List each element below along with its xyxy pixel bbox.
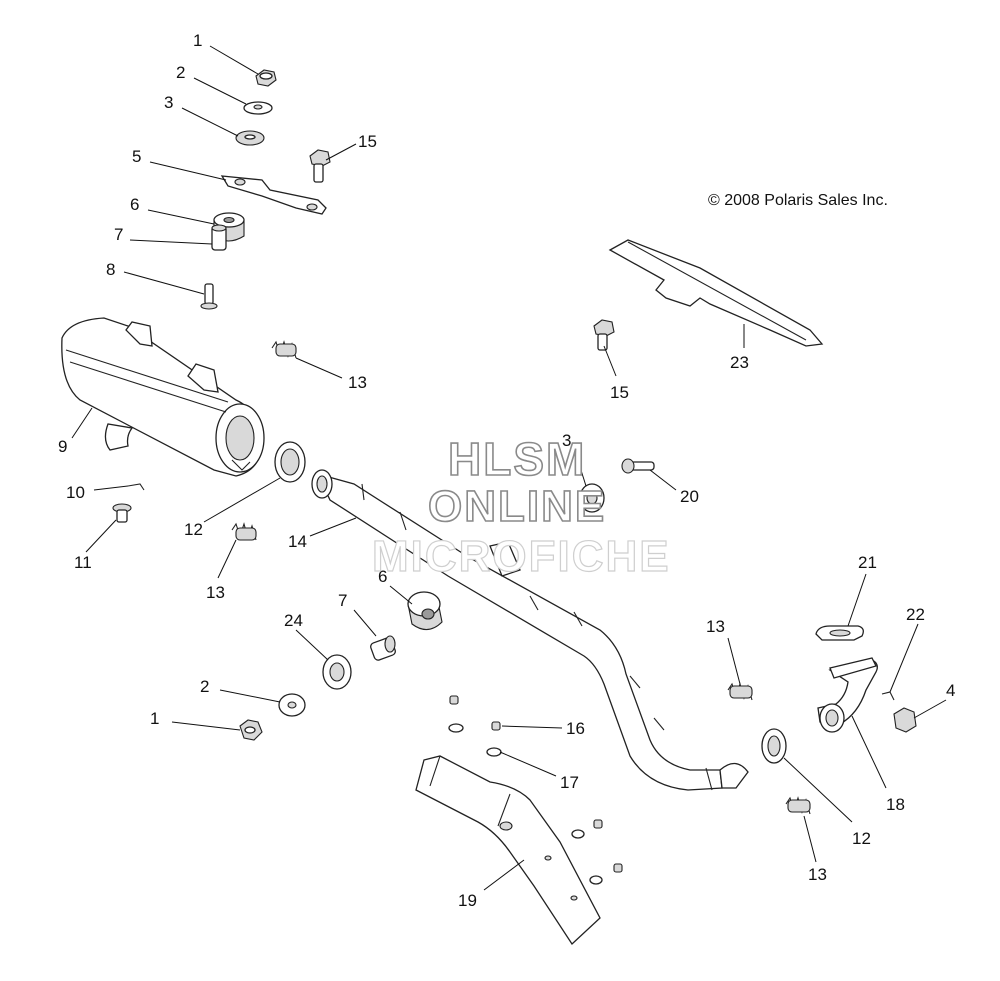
callout-23: 23 bbox=[730, 353, 749, 372]
copyright-notice: © 2008 Polaris Sales Inc. bbox=[708, 192, 888, 209]
callout-4: 4 bbox=[946, 681, 955, 700]
callout-21: 21 bbox=[858, 553, 877, 572]
callout-13-right-lower: 13 bbox=[808, 865, 827, 884]
callout-9: 9 bbox=[58, 437, 67, 456]
callout-7-lower: 7 bbox=[338, 591, 347, 610]
part-washer-17-a bbox=[448, 723, 464, 733]
callout-3-mid: 3 bbox=[562, 431, 571, 450]
callout-12-right: 12 bbox=[852, 829, 871, 848]
part-gasket-12-right bbox=[761, 728, 787, 764]
part-spring-13-right-upper bbox=[727, 682, 753, 701]
part-heat-shield-23 bbox=[608, 239, 824, 347]
part-sleeve-7-top bbox=[211, 224, 227, 251]
part-sleeve-7-lower bbox=[370, 635, 396, 661]
callout-20: 20 bbox=[680, 487, 699, 506]
part-washer-17-b bbox=[486, 747, 502, 757]
part-spring-13-left bbox=[231, 522, 257, 541]
part-grommet-6-lower bbox=[407, 591, 443, 631]
part-bolt-8 bbox=[200, 283, 218, 310]
part-nut-16-b bbox=[491, 721, 501, 731]
callout-1-lower: 1 bbox=[150, 709, 159, 728]
leader-lines bbox=[71, 45, 947, 891]
watermark-line-2: ONLINE bbox=[427, 481, 607, 532]
callout-6-lower: 6 bbox=[378, 567, 387, 586]
callout-7-top: 7 bbox=[114, 225, 123, 244]
part-spring-13-right-lower bbox=[785, 796, 811, 815]
callout-14: 14 bbox=[288, 532, 307, 551]
part-bracket-5 bbox=[220, 175, 327, 215]
part-washer-3-mid bbox=[579, 483, 605, 513]
callout-15-mid: 15 bbox=[610, 383, 629, 402]
part-nut-19-b bbox=[613, 863, 623, 873]
part-elbow-18 bbox=[817, 657, 878, 733]
callout-1-top: 1 bbox=[193, 31, 202, 50]
callout-10: 10 bbox=[66, 483, 85, 502]
callout-18: 18 bbox=[886, 795, 905, 814]
part-muffler-9 bbox=[61, 317, 265, 477]
callout-13-right-upper: 13 bbox=[706, 617, 725, 636]
part-bolt-15-mid bbox=[593, 319, 615, 351]
part-stud-20 bbox=[621, 458, 655, 474]
part-nut-19-a bbox=[593, 819, 603, 829]
callout-12-left: 12 bbox=[184, 520, 203, 539]
callout-17: 17 bbox=[560, 773, 579, 792]
part-gasket-21 bbox=[815, 625, 864, 641]
callout-11: 11 bbox=[74, 553, 92, 572]
callout-5: 5 bbox=[132, 147, 141, 166]
part-lower-shield-19 bbox=[415, 755, 601, 946]
part-nut-1-lower bbox=[239, 719, 263, 741]
watermark-line-3: MICROFICHE bbox=[371, 531, 671, 581]
callout-2-lower: 2 bbox=[200, 677, 209, 696]
part-washer-19-a bbox=[571, 829, 585, 839]
callout-16: 16 bbox=[566, 719, 585, 738]
part-head-pipe-14 bbox=[311, 469, 749, 791]
part-washer-2-lower bbox=[278, 693, 306, 717]
watermark-line-1: HLSM bbox=[447, 432, 587, 486]
callout-3-top: 3 bbox=[164, 93, 173, 112]
part-spring-13-upper bbox=[271, 340, 297, 359]
part-nut-4 bbox=[893, 707, 917, 733]
part-nut-1-top bbox=[255, 69, 277, 87]
callout-8: 8 bbox=[106, 260, 115, 279]
part-washer-19-b bbox=[589, 875, 603, 885]
callout-6-top: 6 bbox=[130, 195, 139, 214]
part-bolt-11 bbox=[112, 503, 132, 523]
part-washer-24 bbox=[322, 654, 352, 690]
callout-labels: 1 2 3 15 5 6 7 8 13 9 10 11 12 13 14 3 2… bbox=[58, 31, 955, 910]
callout-13-left: 13 bbox=[206, 583, 225, 602]
part-washer-3-top bbox=[235, 130, 265, 146]
part-clip-10 bbox=[127, 483, 145, 491]
callout-13-upper: 13 bbox=[348, 373, 367, 392]
callout-24: 24 bbox=[284, 611, 303, 630]
part-nut-16-a bbox=[449, 695, 459, 705]
callout-22: 22 bbox=[906, 605, 925, 624]
callout-19: 19 bbox=[458, 891, 477, 910]
part-gasket-12-left bbox=[274, 441, 306, 483]
callout-15-top: 15 bbox=[358, 132, 377, 151]
part-bolt-15-top bbox=[309, 149, 331, 183]
callout-2-top: 2 bbox=[176, 63, 185, 82]
part-washer-2-top bbox=[243, 101, 273, 115]
part-clip-22 bbox=[881, 691, 895, 701]
